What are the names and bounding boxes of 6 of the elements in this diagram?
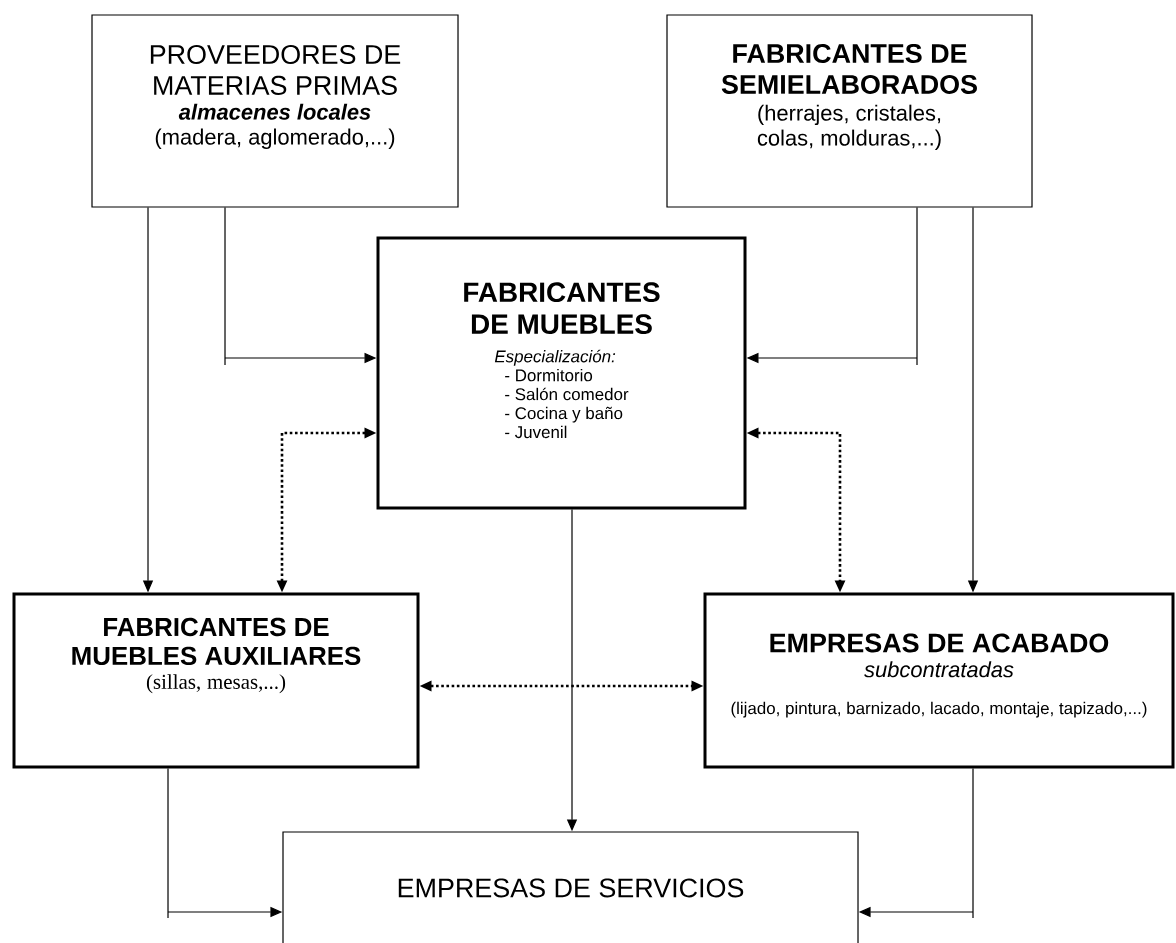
process-box: PROVEEDORES DE MATERIAS PRIMAS almacenes locales (madera, aglomerado,...): [91, 14, 459, 208]
process-box: FABRICANTES DE MUEBLES Especialización: - Dormitorio - Salón comedor - Cocina y baño - Juvenil: [376, 236, 747, 510]
process-box: FABRICANTES DE MUEBLES AUXILIARES (sillas, mesas,...): [12, 592, 420, 769]
process-box: EMPRESAS DE ACABADO subcontratadas (lijado, pintura, barnizado, lacado, montaje, tapizado,...): [703, 592, 1175, 769]
process-box: FABRICANTES DE SEMIELABORADOS (herrajes, cristales, colas, molduras,...): [666, 14, 1033, 208]
process-box: EMPRESAS DE SERVICIOS: [282, 831, 859, 943]
